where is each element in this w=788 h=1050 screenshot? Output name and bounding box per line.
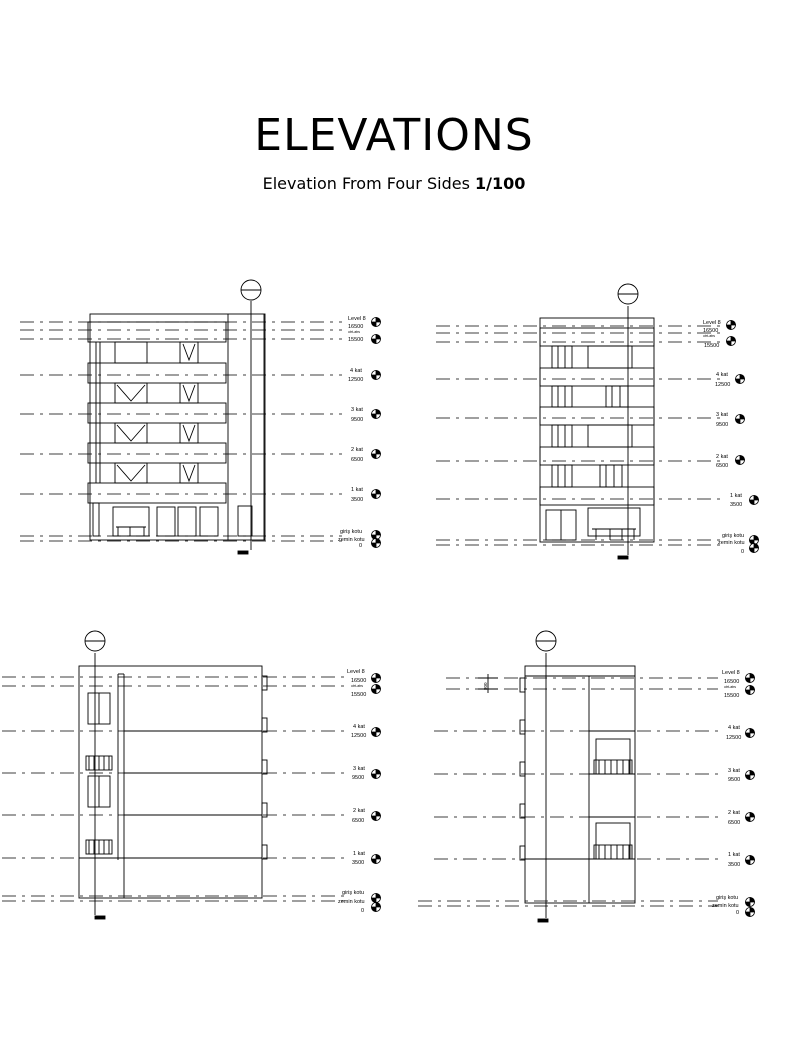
svg-text:12500: 12500 (726, 735, 741, 741)
svg-text:giriş kotu: giriş kotu (342, 890, 364, 896)
svg-text:3 kat: 3 kat (351, 407, 363, 413)
level-markers-right-side (745, 673, 755, 917)
svg-text:2 kat: 2 kat (353, 808, 365, 814)
svg-text:0: 0 (359, 543, 362, 549)
svg-text:3500: 3500 (728, 862, 740, 868)
dimension-label: 800 (483, 682, 488, 690)
elevation-rear: Level 8 16500 otrt-atrs 15500 4 kat 1250… (436, 283, 759, 560)
building-front (87, 313, 266, 541)
svg-text:15500: 15500 (724, 693, 739, 699)
svg-text:1 kat: 1 kat (730, 493, 742, 499)
svg-text:2 kat: 2 kat (351, 447, 363, 453)
svg-text:4 kat: 4 kat (353, 724, 365, 730)
svg-text:3 kat: 3 kat (716, 412, 728, 418)
svg-text:1 kat: 1 kat (351, 487, 363, 493)
svg-text:Level 8: Level 8 (348, 316, 366, 322)
svg-text:15500: 15500 (351, 692, 366, 698)
svg-text:6500: 6500 (728, 820, 740, 826)
svg-text:16500: 16500 (724, 679, 739, 685)
svg-text:9500: 9500 (728, 777, 740, 783)
svg-text:6500: 6500 (716, 463, 728, 469)
svg-text:1 kat: 1 kat (353, 851, 365, 857)
svg-text:9500: 9500 (716, 422, 728, 428)
section-marker-front (237, 279, 262, 555)
svg-text:giriş kotu: giriş kotu (722, 533, 744, 539)
svg-text:16500: 16500 (351, 678, 366, 684)
svg-text:Level 8: Level 8 (722, 670, 740, 676)
level-lines-left-side (2, 676, 346, 902)
building-right-side (478, 665, 636, 904)
svg-text:15500: 15500 (348, 337, 363, 343)
svg-text:3 kat: 3 kat (353, 766, 365, 772)
svg-text:otrt-atrs: otrt-atrs (348, 330, 360, 334)
subtitle-text: Elevation From Four Sides (262, 174, 475, 193)
svg-text:3500: 3500 (351, 497, 363, 503)
section-marker-left-side (84, 630, 106, 920)
svg-text:4 kat: 4 kat (728, 725, 740, 731)
level-lines-right-side (418, 677, 718, 907)
svg-text:zemin kotu: zemin kotu (718, 540, 745, 546)
svg-text:otrt-atrs: otrt-atrs (724, 685, 736, 689)
page-subtitle: Elevation From Four Sides 1/100 (0, 174, 788, 193)
svg-text:9500: 9500 (352, 775, 364, 781)
svg-text:0: 0 (741, 549, 744, 555)
svg-text:9500: 9500 (351, 417, 363, 423)
building-left-side (78, 665, 268, 899)
svg-text:16500: 16500 (703, 328, 718, 334)
level-lines-front (20, 321, 342, 542)
svg-text:12500: 12500 (351, 733, 366, 739)
elevation-front: Level 8 16500 otrt-atrs 15500 4 kat 1250… (20, 279, 381, 555)
svg-text:12500: 12500 (715, 382, 730, 388)
section-marker-right-side (535, 630, 557, 923)
svg-text:zemin kotu: zemin kotu (338, 899, 365, 905)
building-rear (539, 317, 655, 543)
page-title: ELEVATIONS (254, 110, 534, 161)
elevation-left-side: Level 8 16500 otrt-atrs 15500 4 kat 1250… (2, 630, 381, 920)
level-tags-right-side: Level 8 16500 otrt-atrs 15500 4 kat 1250… (712, 670, 741, 916)
svg-text:Level 8: Level 8 (347, 669, 365, 675)
svg-text:6500: 6500 (351, 457, 363, 463)
level-markers-rear (726, 320, 759, 553)
svg-text:4 kat: 4 kat (350, 368, 362, 374)
svg-text:4 kat: 4 kat (716, 372, 728, 378)
svg-text:2 kat: 2 kat (716, 454, 728, 460)
level-markers-front (371, 317, 381, 548)
svg-text:3500: 3500 (730, 502, 742, 508)
svg-text:3 kat: 3 kat (728, 768, 740, 774)
svg-text:zemin kotu: zemin kotu (712, 903, 739, 909)
section-marker-rear (617, 283, 639, 560)
level-tags-front: Level 8 16500 otrt-atrs 15500 4 kat 1250… (338, 316, 366, 549)
elevation-right-side: 800 Level 8 16500 otrt-atrs 15500 4 kat … (418, 630, 755, 923)
level-tags-left-side: Level 8 16500 otrt-atrs 15500 4 kat 1250… (338, 669, 366, 914)
svg-text:0: 0 (361, 908, 364, 914)
level-markers-left-side (371, 673, 381, 912)
svg-text:1 kat: 1 kat (728, 852, 740, 858)
svg-text:6500: 6500 (352, 818, 364, 824)
svg-text:otrt-atrs: otrt-atrs (351, 684, 363, 688)
svg-text:2 kat: 2 kat (728, 810, 740, 816)
svg-text:3500: 3500 (352, 860, 364, 866)
svg-text:16500: 16500 (348, 324, 363, 330)
level-tags-rear: Level 8 16500 otrt-atrs 15500 4 kat 1250… (703, 320, 745, 555)
svg-text:giriş kotu: giriş kotu (340, 529, 362, 535)
svg-text:12500: 12500 (348, 377, 363, 383)
svg-text:giriş kotu: giriş kotu (716, 895, 738, 901)
svg-text:otrt-atrs: otrt-atrs (703, 334, 715, 338)
level-lines-rear (436, 325, 722, 546)
svg-text:zemin kotu: zemin kotu (338, 537, 365, 543)
svg-text:Level 8: Level 8 (703, 320, 721, 326)
drawing-scale: 1/100 (475, 174, 526, 193)
svg-text:15500: 15500 (704, 343, 719, 349)
svg-text:0: 0 (736, 910, 739, 916)
